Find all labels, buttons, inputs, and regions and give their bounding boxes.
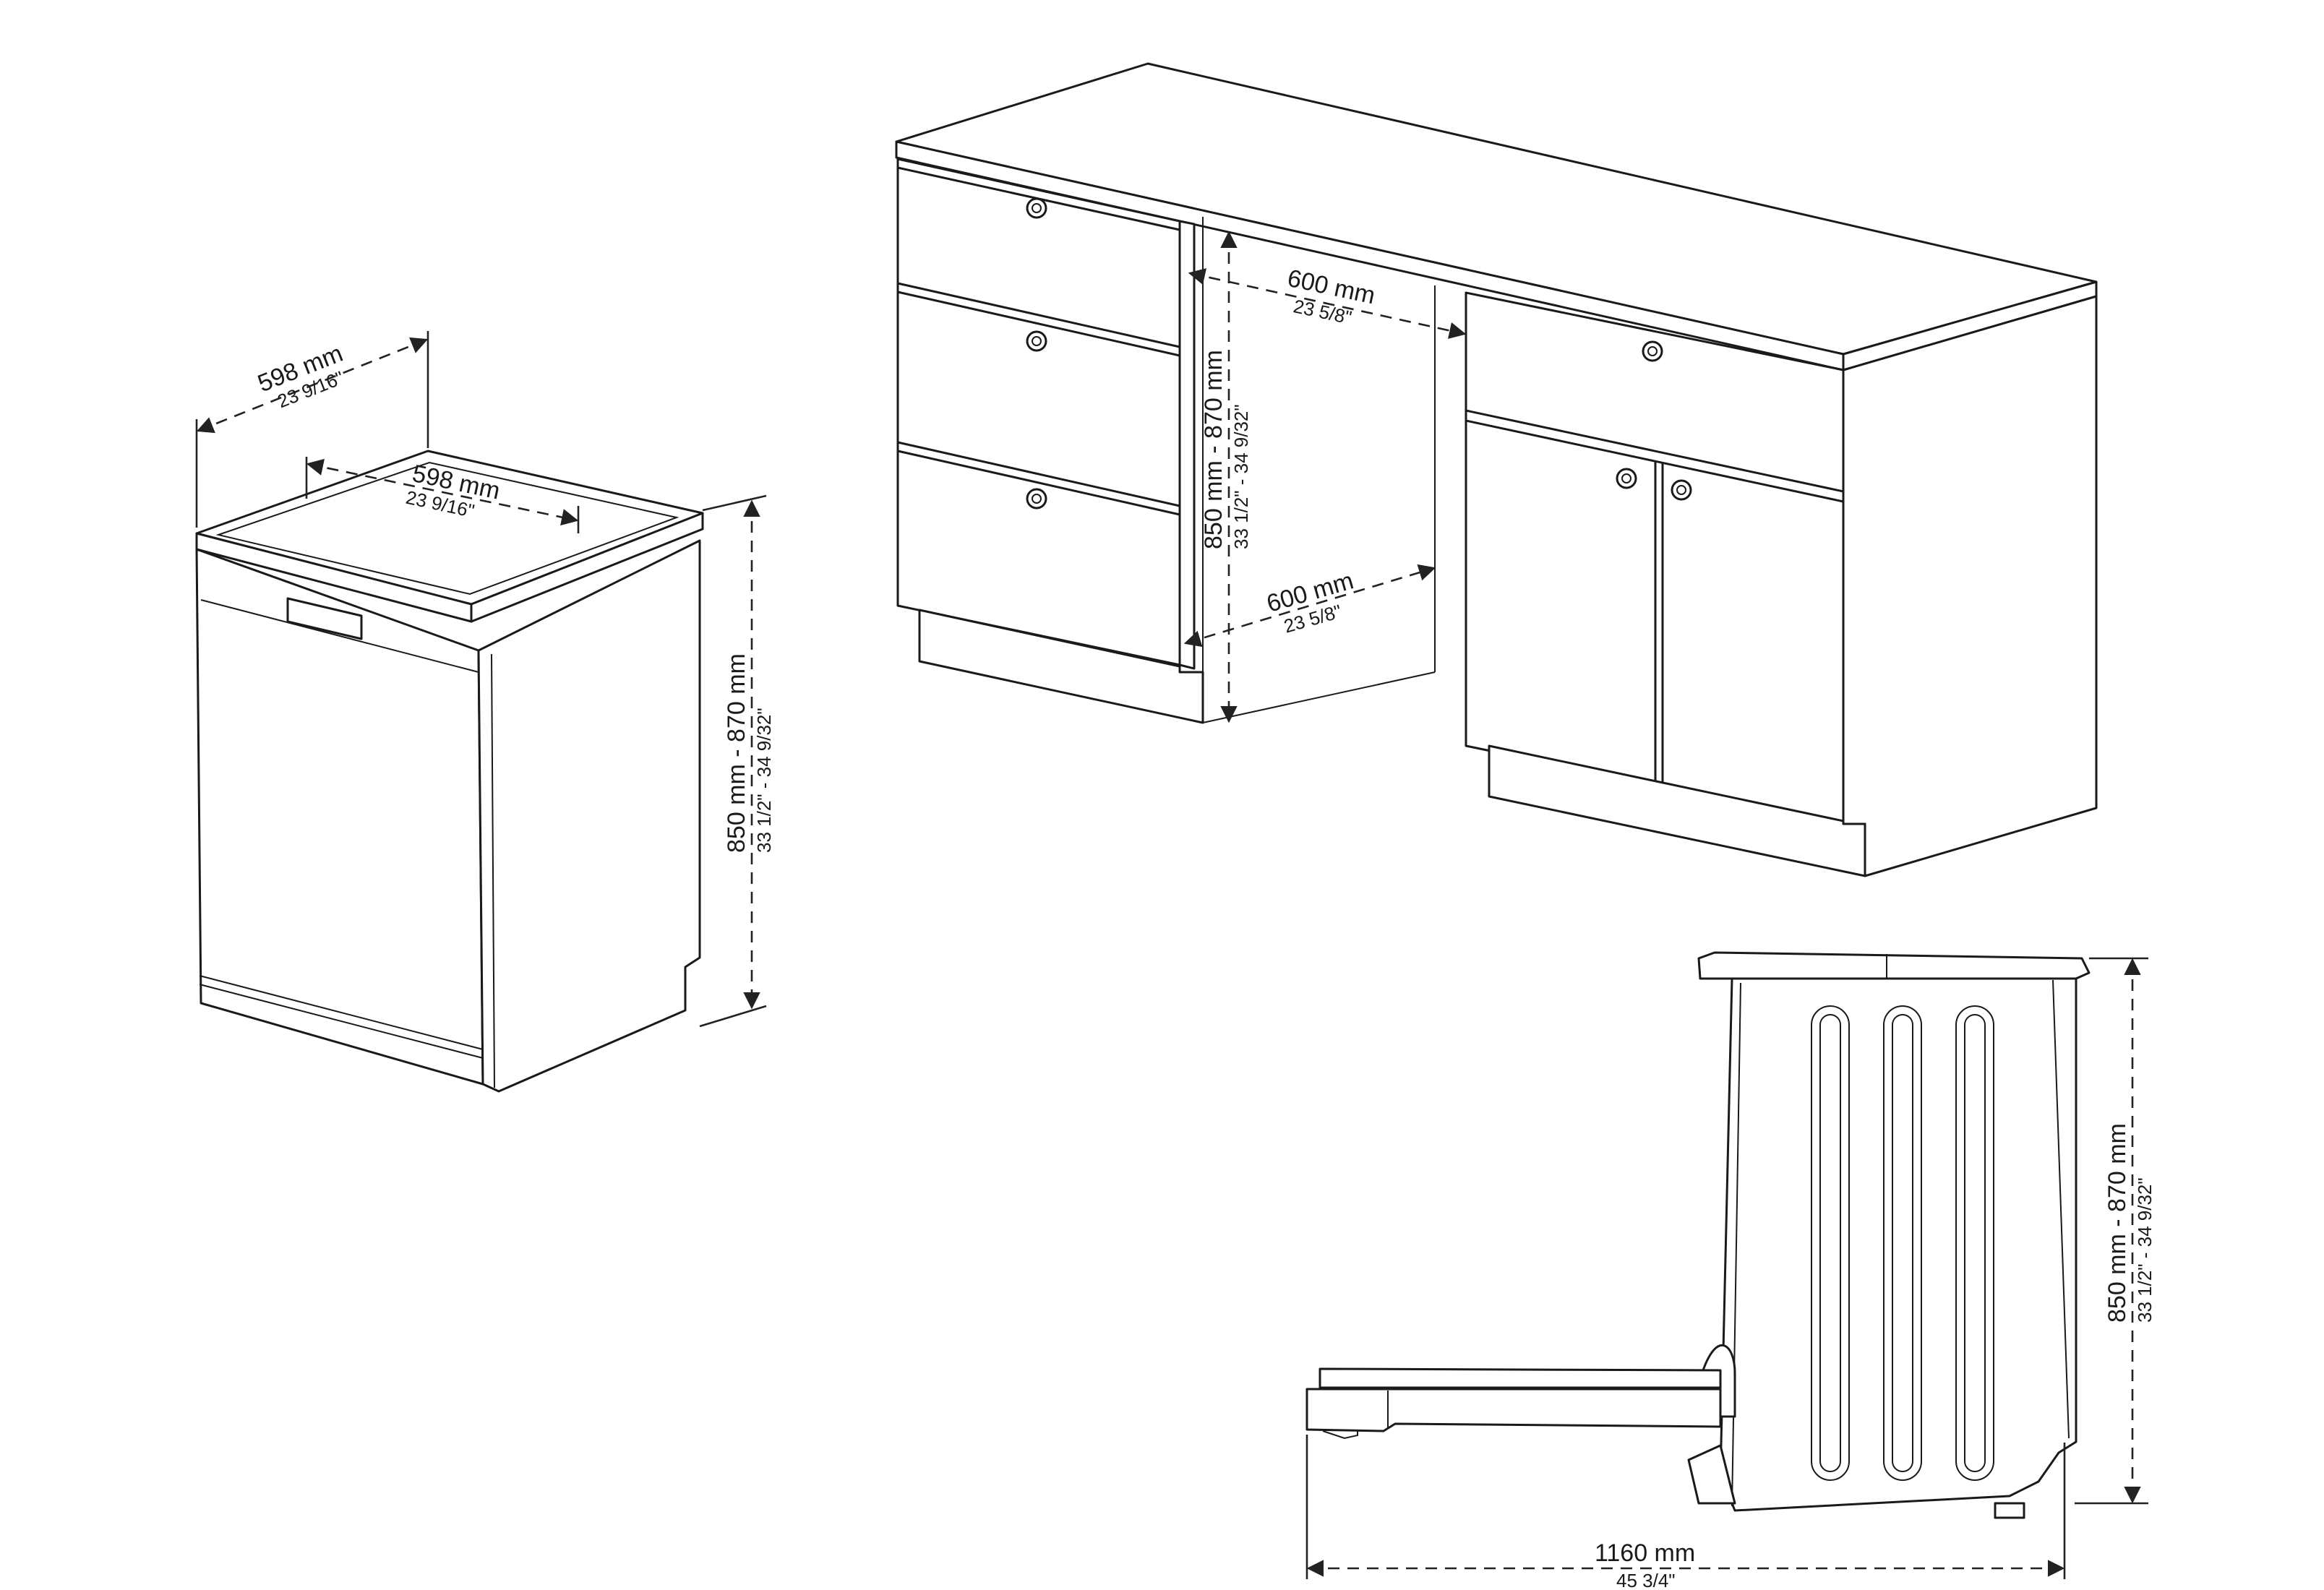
dim-depth-mm: 1160 mm xyxy=(1595,1539,1695,1567)
freestanding-dishwasher xyxy=(195,450,704,1093)
dim-dishwasher-height: 850 mm - 870 mm 33 1/2" - 34 9/32" xyxy=(699,494,775,1028)
dim-niche-height-mm: 850 mm - 870 mm xyxy=(1200,350,1227,549)
dim-dishwasher-height-mm: 850 mm - 870 mm xyxy=(723,653,750,853)
dishwasher-side-view xyxy=(1305,951,2091,1519)
dim-side-depth: 1160 mm 45 3/4" xyxy=(1305,1435,2066,1590)
dim-side-height-inch: 33 1/2" - 34 9/32" xyxy=(2134,1177,2156,1323)
dim-niche-height-inch: 33 1/2" - 34 9/32" xyxy=(1230,404,1252,549)
dim-niche-width-bottom: 600 mm 23 5/8" xyxy=(1183,564,1436,648)
kitchen-cabinets xyxy=(895,62,2098,877)
dim-side-height: 850 mm - 870 mm 33 1/2" - 34 9/32" xyxy=(2075,957,2156,1505)
dim-depth-inch: 45 3/4" xyxy=(1616,1570,1676,1590)
dim-side-height-mm: 850 mm - 870 mm xyxy=(2104,1123,2131,1323)
dim-niche-height: 850 mm - 870 mm 33 1/2" - 34 9/32" xyxy=(1200,231,1252,723)
dim-dishwasher-height-inch: 33 1/2" - 34 9/32" xyxy=(753,708,775,853)
